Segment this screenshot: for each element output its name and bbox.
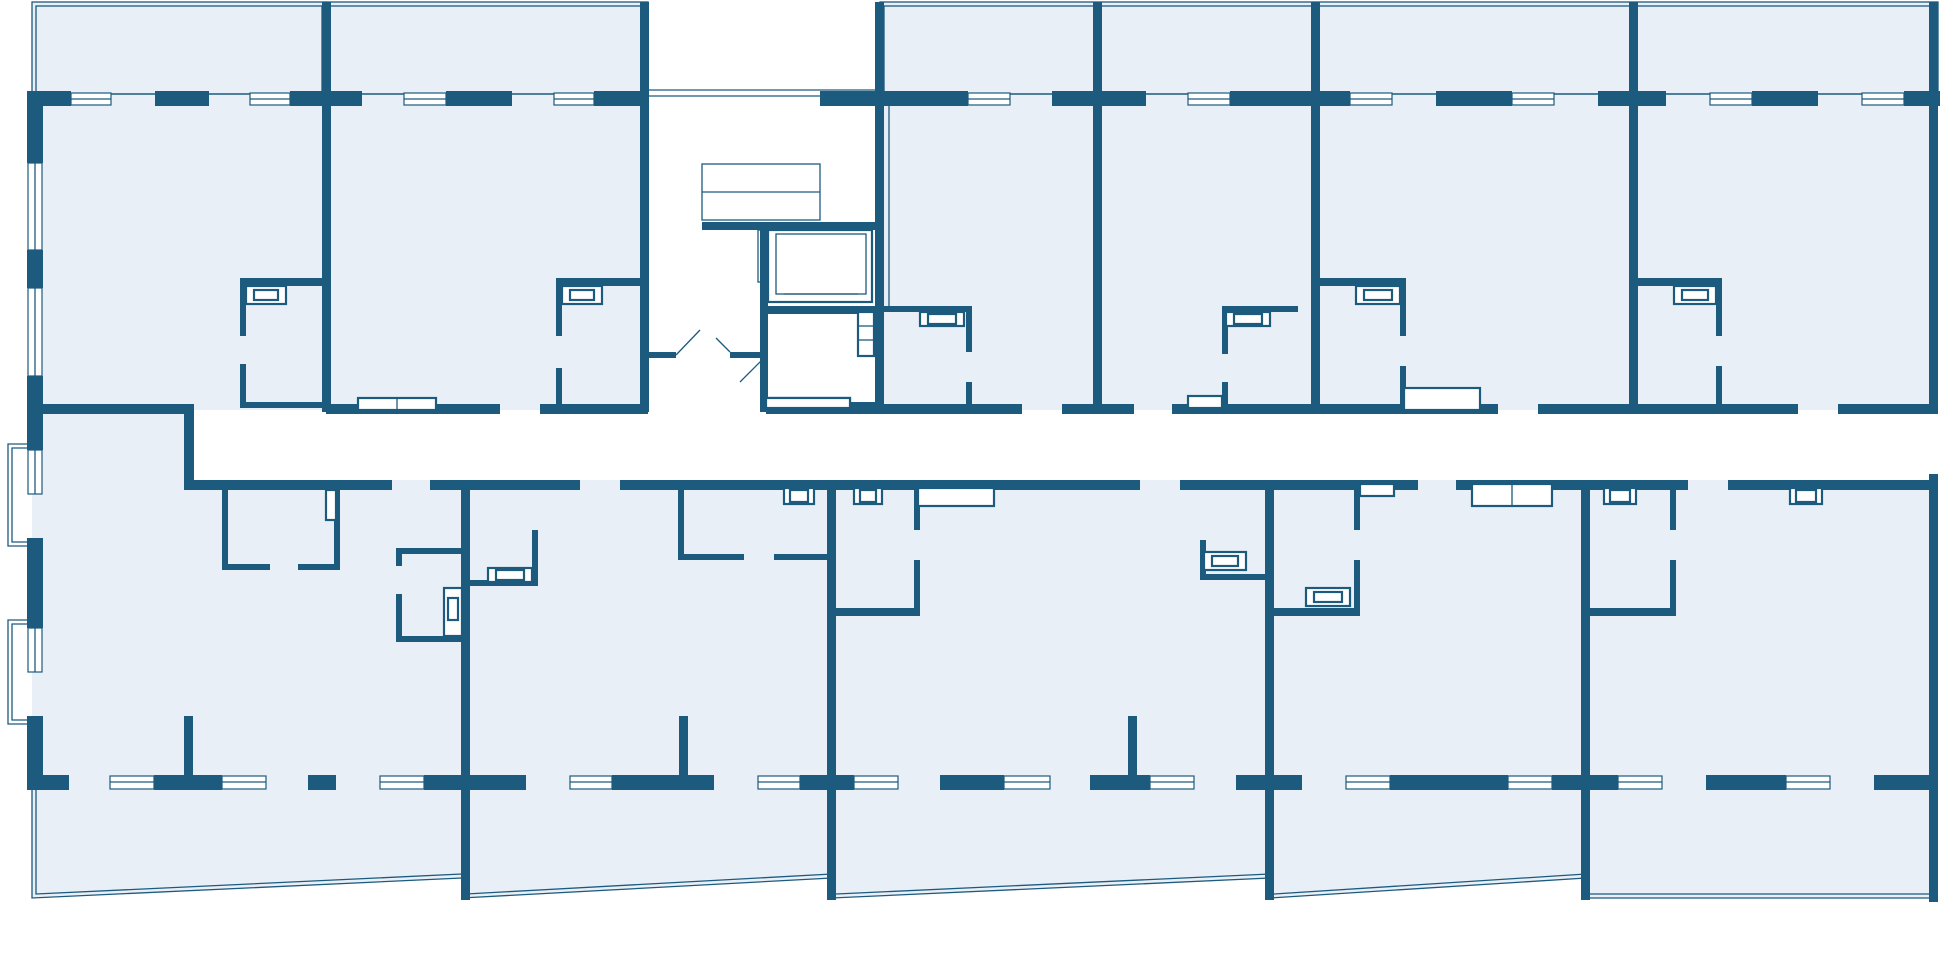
unit-bottom-5[interactable] (1586, 480, 1938, 898)
unit-bottom-2[interactable] (462, 480, 832, 898)
stair-elevator-core (675, 106, 890, 410)
unit-top-3[interactable] (880, 2, 1098, 410)
unit-bottom-3[interactable] (832, 480, 1270, 898)
walls (27, 2, 1940, 902)
unit-top-1[interactable] (32, 2, 326, 410)
unit-top-5[interactable] (1316, 2, 1634, 410)
unit-bottom-4[interactable] (1270, 480, 1586, 898)
unit-top-4[interactable] (1098, 2, 1316, 410)
windows (27, 92, 1905, 790)
unit-top-2[interactable] (326, 2, 648, 410)
apartment-fills (32, 2, 1938, 898)
unit-top-6[interactable] (1634, 2, 1938, 410)
